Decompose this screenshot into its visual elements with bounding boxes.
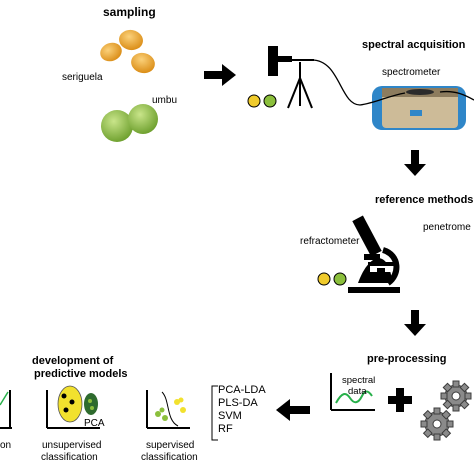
stage-pre-processing: pre-processing (367, 353, 447, 365)
label-spectral: spectral (342, 375, 376, 386)
fruit-green-dot-2 (333, 272, 347, 286)
label-supervised-2: classification (141, 452, 198, 463)
cut-off-plot (0, 390, 12, 429)
fruit-green-dot (263, 94, 277, 108)
supervised-plot (146, 390, 190, 429)
label-spectrometer: spectrometer (382, 67, 441, 78)
fruit-yellow-dot (247, 94, 261, 108)
method-item: PCA-LDA (218, 384, 266, 396)
spectral-data-plot (330, 373, 375, 411)
stage-development-line2: predictive models (34, 368, 128, 380)
microscope-icon (348, 215, 400, 293)
label-penetrometer: penetrome (423, 222, 471, 233)
arrow-right-icon (204, 64, 236, 86)
fruit-yellow-dot-2 (317, 272, 331, 286)
label-refractometer: refractometer (300, 236, 360, 247)
label-seriguela: seriguela (62, 72, 103, 83)
arrow-down-icon (404, 150, 426, 176)
methods-list: PCA-LDA PLS-DA SVM RF (218, 384, 266, 436)
method-item: RF (218, 423, 233, 435)
method-item: SVM (218, 410, 242, 422)
arrow-down-icon-2 (404, 310, 426, 336)
spectrometer-device (359, 86, 474, 130)
label-unsupervised-1: unsupervised (42, 440, 102, 451)
label-umbu: umbu (152, 95, 178, 106)
arrow-left-icon (276, 399, 310, 421)
method-item: PLS-DA (218, 397, 258, 409)
unsupervised-plot (46, 385, 100, 429)
seriguela-fruits (100, 29, 155, 74)
tripod-icon (268, 46, 361, 109)
label-unsupervised-2: classification (41, 452, 98, 463)
label-data: data (348, 386, 367, 397)
umbu-fruits (101, 104, 158, 142)
methods-bracket (211, 385, 218, 441)
stage-spectral-acquisition: spectral acquisition (362, 39, 466, 51)
label-cut-left: on (0, 440, 12, 451)
stage-sampling: sampling (103, 5, 156, 19)
stage-development-line1: development of (32, 355, 114, 367)
plus-icon (388, 388, 412, 412)
gear-icon (420, 380, 472, 441)
stage-reference-methods: reference methods (375, 194, 474, 206)
label-pca: PCA (84, 418, 105, 429)
label-supervised-1: supervised (146, 440, 195, 451)
